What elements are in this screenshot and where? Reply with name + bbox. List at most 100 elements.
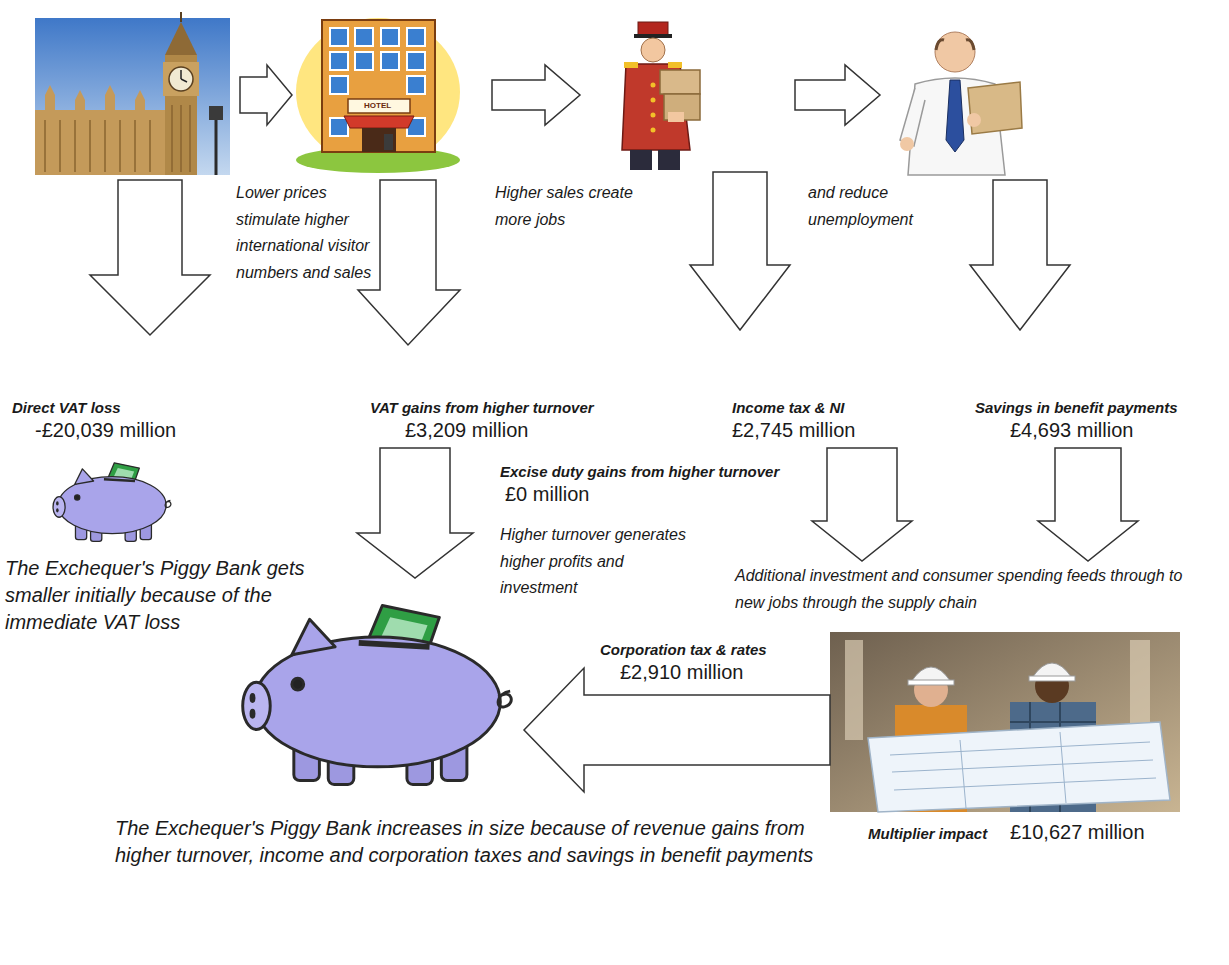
heading: VAT gains from higher turnover	[370, 398, 594, 418]
flow-arrow-part	[970, 180, 1070, 330]
flow-arrow	[357, 448, 473, 578]
tax-item: Direct VAT loss-£20,039 million	[12, 398, 176, 443]
parliament-picture-part-part	[119, 120, 121, 172]
hotel-picture-part-part	[355, 28, 373, 46]
job-seeker-picture-part	[900, 88, 925, 146]
construction-photo-part-part	[892, 760, 1153, 772]
annotation: Higher turnover generates higher profits…	[500, 522, 695, 602]
tax-item: Income tax & NI£2,745 million	[732, 398, 855, 443]
flow-arrow	[812, 448, 912, 561]
annotation: Lower prices stimulate higher internatio…	[236, 180, 376, 286]
amount: £4,693 million	[975, 418, 1178, 443]
hotel-picture-part	[344, 116, 414, 128]
parliament-picture-part	[45, 120, 150, 172]
hotel-picture-part	[384, 134, 393, 150]
sign-text: HOTEL	[364, 101, 391, 111]
heading: Direct VAT loss	[12, 398, 176, 418]
parliament-picture-part	[165, 55, 197, 175]
job-seeker-picture-part	[966, 40, 974, 50]
bellboy-picture-part	[641, 38, 665, 62]
amount: £0 million	[500, 482, 779, 507]
caption-text: The Exchequer's Piggy Bank gets smaller …	[5, 555, 305, 636]
construction-photo-part	[1029, 676, 1075, 681]
tax-item: Savings in benefit payments£4,693 millio…	[975, 398, 1178, 443]
parliament-picture-part-part	[59, 120, 61, 172]
parliament-picture-part-part	[189, 105, 191, 172]
hotel-picture-part	[322, 20, 435, 152]
hotel-picture-part-part	[407, 76, 425, 94]
parliament-picture	[35, 12, 230, 175]
amount: £10,627 million	[1010, 820, 1145, 845]
construction-photo-part	[845, 640, 863, 740]
hotel-picture-part-part	[407, 52, 425, 70]
tax-item: Corporation tax & rates£2,910 million	[600, 640, 767, 685]
construction-photo-part-part	[1010, 721, 1096, 723]
bellboy-picture	[622, 22, 700, 170]
bellboy-picture-part	[638, 22, 668, 36]
hotel-picture-part	[348, 99, 410, 113]
flow-arrow	[90, 65, 1070, 345]
bellboy-picture-part	[660, 70, 700, 94]
parliament-picture-part-part	[74, 120, 76, 172]
construction-photo-part-part	[890, 742, 1150, 755]
job-seeker-picture-part	[968, 82, 1022, 134]
annotation: Higher sales create more jobs	[495, 180, 655, 233]
parliament-picture-part	[163, 62, 199, 96]
construction-photo	[830, 632, 1180, 812]
hotel-picture-part-part	[381, 52, 399, 70]
construction-photo-part-part	[894, 778, 1156, 790]
flow-arrow-part	[492, 65, 580, 125]
caption-text: Additional investment and consumer spend…	[735, 563, 1213, 616]
parliament-picture-part	[181, 79, 187, 82]
heading: Income tax & NI	[732, 398, 855, 418]
parliament-picture-part-part	[180, 105, 182, 172]
job-seeker-picture-part	[900, 137, 914, 151]
flow-arrow-part	[690, 172, 790, 330]
amount: £2,910 million	[600, 660, 767, 685]
construction-photo-part-part	[1060, 732, 1066, 803]
job-seeker-picture-part	[967, 113, 981, 127]
job-seeker-picture-part	[935, 32, 975, 72]
hotel-picture-part	[296, 18, 460, 166]
bellboy-picture-part	[668, 62, 682, 68]
annotation: and reduce unemployment	[808, 180, 938, 233]
flow-arrow-part	[90, 180, 210, 335]
piggy-bank: The Exchequer's Piggy Bank gets smaller …	[45, 458, 175, 545]
flow-arrow	[1038, 448, 1138, 561]
hotel-picture-part-part	[330, 118, 348, 136]
construction-photo-part	[908, 680, 954, 685]
parliament-picture-part	[180, 70, 182, 79]
flow-arrow	[524, 668, 830, 792]
flow-arrow-part	[795, 65, 880, 125]
tax-item: Excise duty gains from higher turnover£0…	[500, 462, 779, 507]
construction-photo-part-part	[960, 740, 966, 808]
hotel-picture-part-part	[355, 52, 373, 70]
amount: -£20,039 million	[12, 418, 176, 443]
heading: Corporation tax & rates	[600, 640, 767, 660]
construction-photo-part	[868, 722, 1170, 812]
photo-box: Multiplier impact£10,627 million	[830, 632, 1180, 812]
parliament-picture-part	[172, 105, 190, 172]
hotel-picture-part	[362, 128, 396, 152]
piggy-bank: The Exchequer's Piggy Bank increases in …	[225, 580, 520, 805]
parliament-picture-part	[215, 118, 218, 175]
bellboy-picture-part	[630, 150, 652, 170]
bellboy-picture-part	[651, 83, 656, 88]
piggy-bank-picture	[243, 606, 512, 785]
parliament-picture-part	[169, 67, 193, 91]
job-seeker-picture-part	[946, 80, 964, 152]
parliament-picture-part	[35, 18, 230, 175]
bellboy-picture-part	[624, 62, 638, 68]
hotel-picture-part-part	[407, 28, 425, 46]
tax-item: VAT gains from higher turnover£3,209 mil…	[370, 398, 594, 443]
bellboy-picture-part	[651, 128, 656, 133]
hotel-picture-part-part	[330, 76, 348, 94]
flow-arrow-part	[240, 65, 292, 125]
parliament-picture-part-part	[104, 120, 106, 172]
bellboy-picture-part	[651, 98, 656, 103]
amount: £3,209 million	[370, 418, 594, 443]
parliament-picture-part-part	[44, 120, 46, 172]
parliament-picture-part-part	[149, 120, 151, 172]
bellboy-picture-part	[634, 34, 672, 38]
piggy-bank-picture	[53, 463, 171, 542]
